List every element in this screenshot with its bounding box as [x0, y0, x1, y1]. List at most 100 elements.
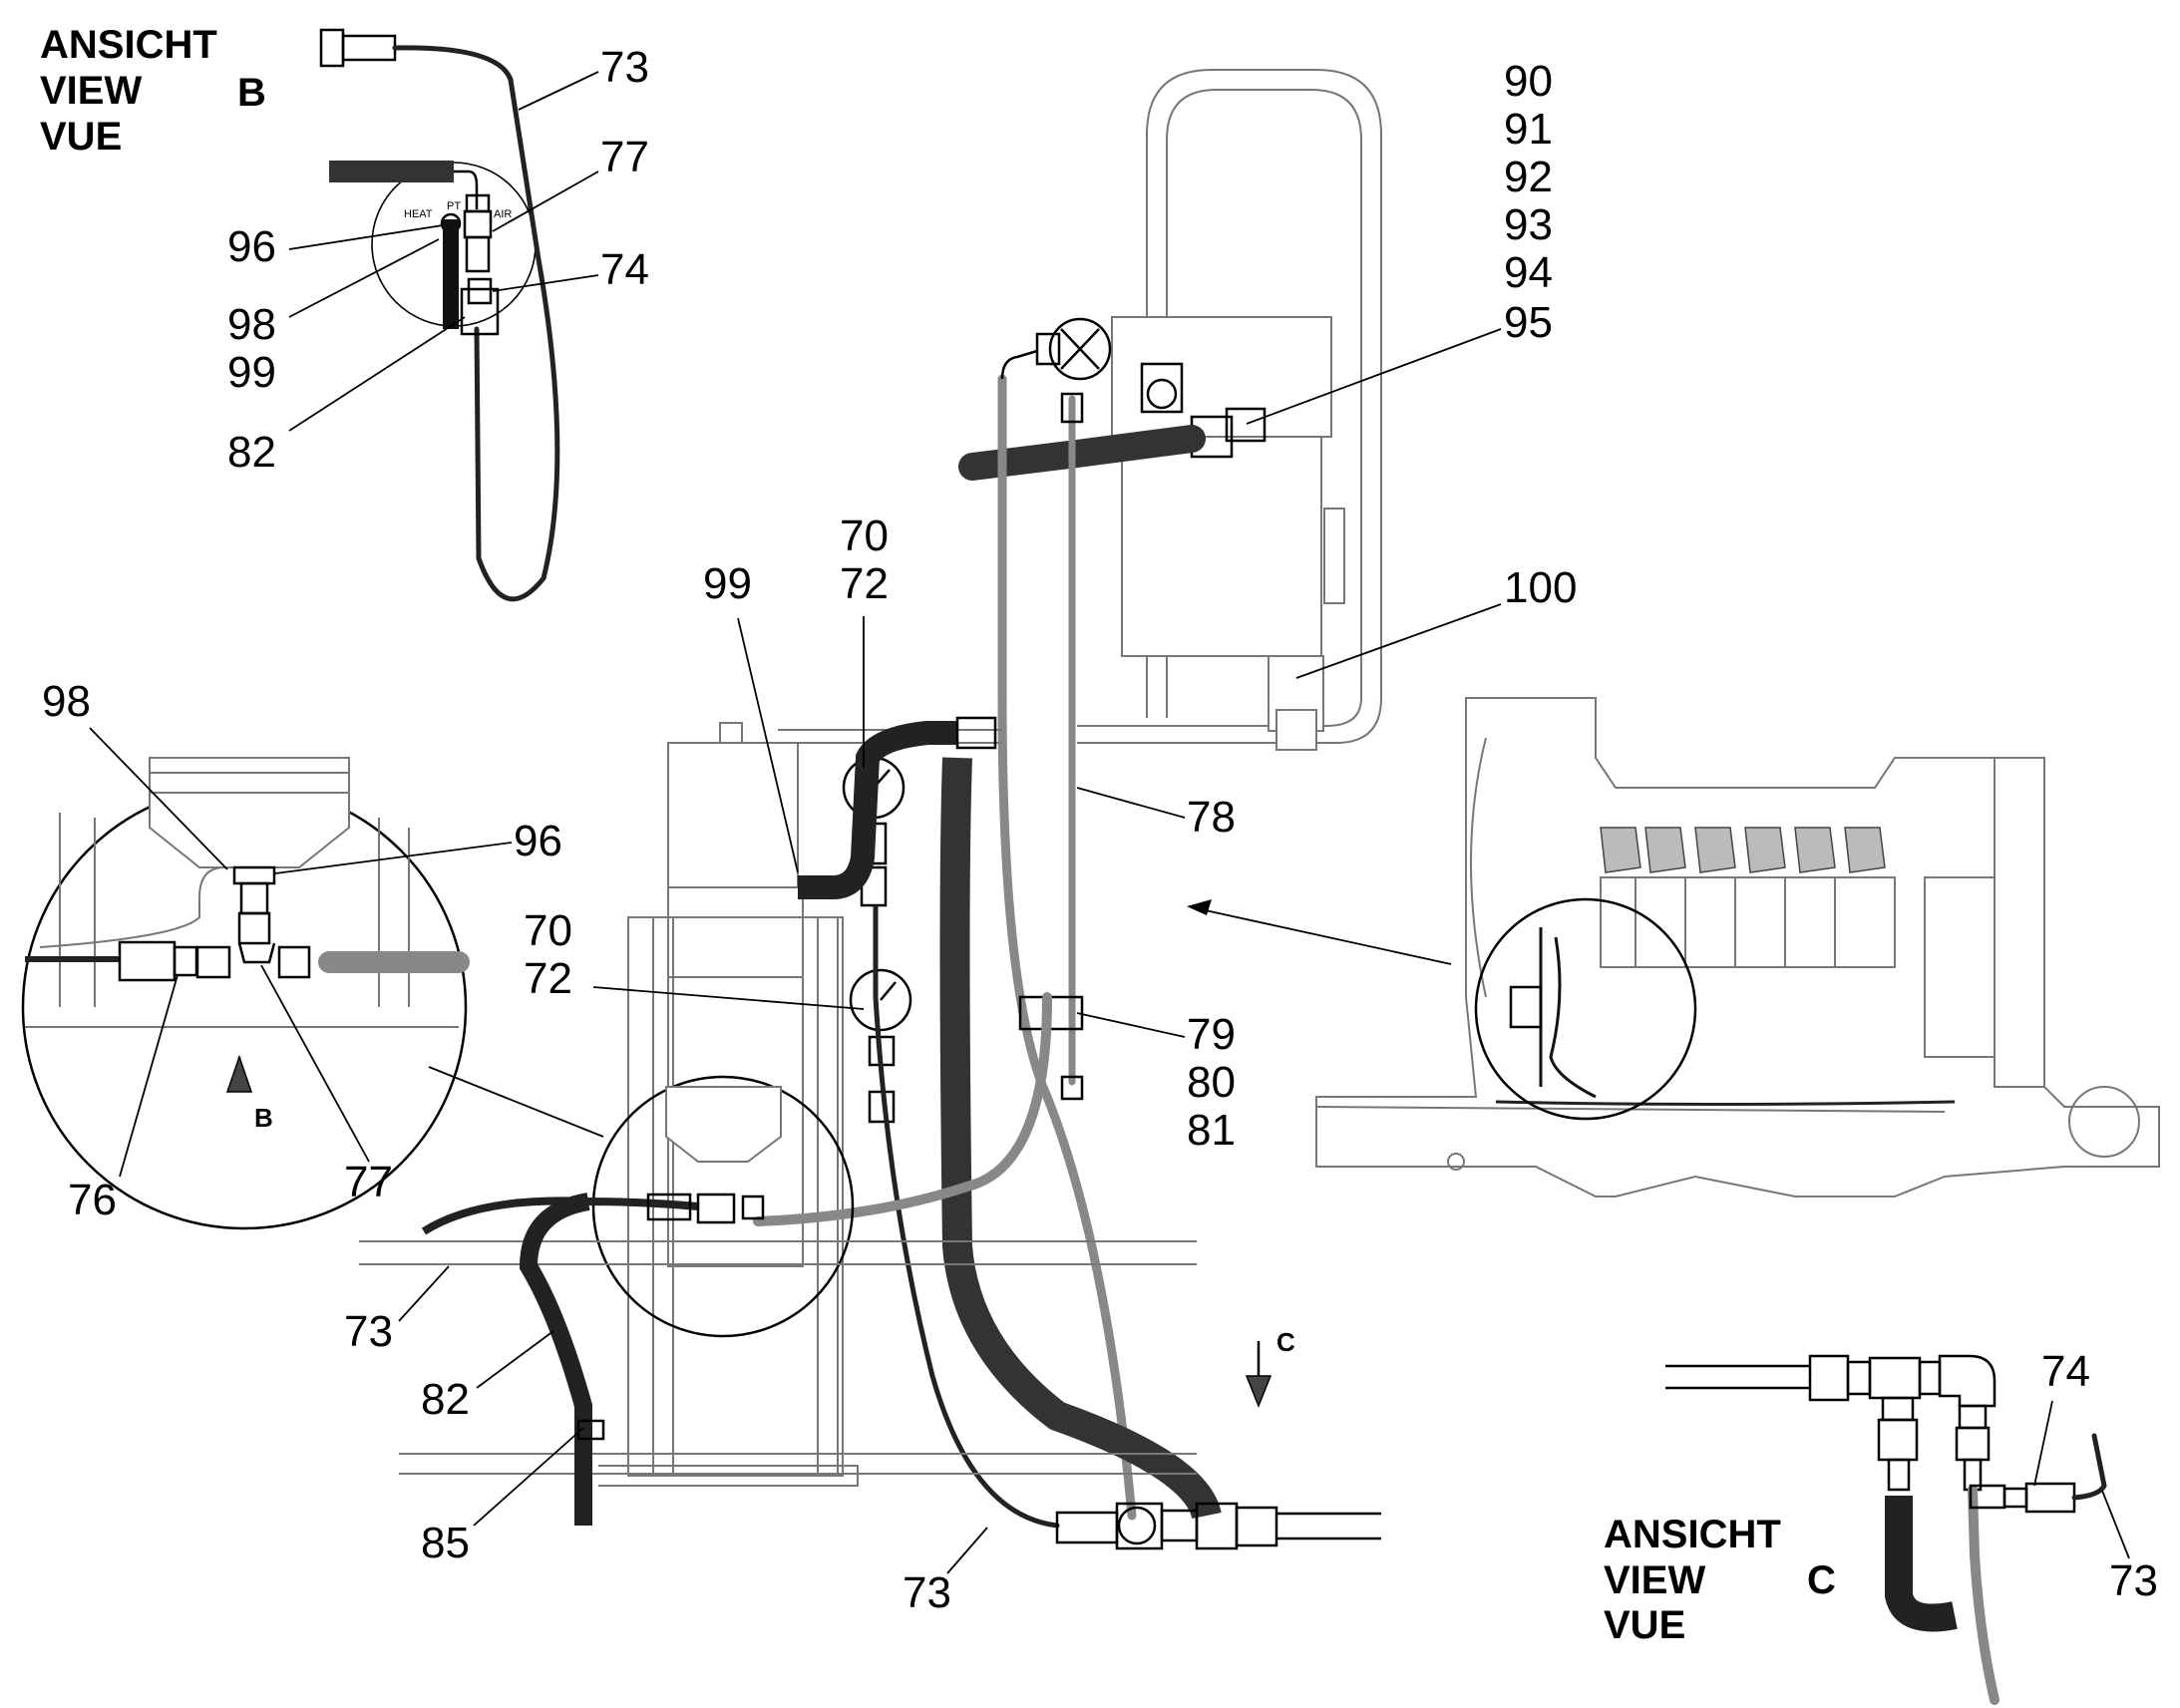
callout-70a: 70: [840, 512, 889, 560]
view-c-dark-hose: [1885, 1496, 1958, 1632]
engine-bolt: [1447, 1153, 1465, 1171]
view-b-arrow-head: [225, 1054, 253, 1093]
callout-b-96: 96: [227, 222, 276, 271]
view-c-arrow-head: [1245, 1375, 1272, 1409]
detail-fitting-stem: [239, 881, 269, 915]
detail-fitting-76b: [173, 945, 198, 977]
leader-l-82: [476, 1330, 554, 1389]
view-c-down-stem: [1887, 1458, 1911, 1492]
filter-upper: [667, 886, 804, 978]
view-c-grey-hose: [1968, 1485, 1999, 1705]
callout-94: 94: [1504, 248, 1553, 297]
detail-fitting-76: [118, 940, 177, 982]
callout-80: 80: [1187, 1058, 1236, 1107]
filter-assembly: 70 72 99 70 72 73 C: [524, 512, 1381, 1617]
engine-outline: [1315, 697, 2160, 1197]
leader-d-98: [89, 727, 228, 870]
leader-b-98: [288, 238, 440, 318]
leader-100: [1295, 603, 1502, 679]
callout-72a: 72: [840, 559, 889, 608]
tank-fitting-nipple: [1225, 407, 1267, 443]
leader-79: [1076, 1012, 1186, 1038]
view-c-title-vue: VUE: [1604, 1603, 1685, 1647]
leader-b-82: [288, 316, 466, 432]
view-c-detail: ANSICHT VIEW VUE C 74 73: [1604, 1347, 2158, 1705]
engine-pointer-line: [1191, 906, 1452, 965]
hose-99-fitting: [955, 716, 997, 750]
view-c-letter: C: [1807, 1558, 1836, 1602]
callout-b-99: 99: [227, 348, 276, 397]
detail-fitting-nut: [195, 945, 231, 979]
view-c-hose-73: [2071, 1433, 2107, 1501]
leader-b-74: [492, 274, 599, 292]
tank-fitting-port: [1146, 378, 1178, 410]
callout-d-96: 96: [514, 817, 562, 865]
clamp-85: [576, 1419, 605, 1441]
engine-flywheel-housing: [1994, 757, 2045, 1088]
leader-b-96: [288, 224, 444, 250]
view-c-down-nut: [1881, 1396, 1915, 1422]
view-c-nut-2: [1846, 1360, 1872, 1396]
fitting-82: [460, 287, 500, 336]
view-b-title-view: VIEW: [40, 69, 142, 113]
leader-d-77: [260, 964, 370, 1163]
lower-detail-bowl: [665, 1086, 782, 1163]
engine-bell: [1470, 737, 1487, 998]
detail-circle: B 98 96 76 77: [21, 677, 604, 1230]
lower-detail: 73 82 85: [344, 1075, 1197, 1567]
detail-fitting-right: [277, 945, 311, 979]
leader-b-77: [492, 171, 599, 232]
tank-top: [1111, 316, 1332, 438]
view-c-nut-1: [1808, 1354, 1850, 1402]
callout-72b: 72: [524, 954, 572, 1003]
tank-side-plate: [1323, 508, 1345, 604]
callout-bottom-73: 73: [903, 1568, 951, 1617]
fitting-74: [467, 277, 493, 305]
leader-d-96: [274, 842, 513, 874]
valve-body-left: [1035, 332, 1061, 366]
callout-b-74: 74: [600, 245, 649, 294]
callout-d-98: 98: [42, 677, 91, 726]
valve-handle: [1048, 317, 1112, 381]
view-c-right-fitting: [1955, 1426, 1991, 1462]
detail-tube-curve: [39, 866, 225, 948]
callout-l-82: 82: [421, 1375, 470, 1424]
view-c-title-view: VIEW: [1604, 1558, 1705, 1602]
hose-grey-lower: [753, 992, 1052, 1226]
detail-fitting-96: [232, 865, 276, 885]
gauge-label-pt: PT: [447, 200, 461, 212]
lower-detail-circle: [591, 1075, 855, 1338]
filter-stand: [627, 916, 844, 1477]
callout-95: 95: [1504, 298, 1553, 347]
callout-70b: 70: [524, 906, 572, 955]
hose-73-long: [392, 45, 560, 602]
engine-overview: [1187, 697, 2160, 1197]
lower-fitting-right: [741, 1195, 765, 1220]
frame-rail-middle: [359, 1240, 1197, 1265]
lower-fitting-left: [646, 1193, 692, 1221]
frame-base: [598, 1465, 859, 1487]
view-c-title-ansicht: ANSICHT: [1604, 1513, 1781, 1556]
callout-b-77: 77: [600, 133, 649, 181]
callout-l-73: 73: [344, 1307, 393, 1356]
view-c-tee: [1868, 1356, 1922, 1400]
hose-82: [519, 1193, 592, 1526]
callout-l-85: 85: [421, 1519, 470, 1567]
view-b-detail: ANSICHT VIEW VUE B HEAT PT AIR 73 77 96 …: [40, 23, 649, 602]
leader-c-73: [2101, 1490, 2130, 1559]
callout-b-98: 98: [227, 300, 276, 349]
callout-93: 93: [1504, 200, 1553, 249]
gauge-label-air: AIR: [494, 208, 512, 220]
leader-70b: [592, 986, 865, 1010]
leader-bottom-73: [946, 1527, 988, 1574]
callout-d-76: 76: [68, 1176, 117, 1224]
leader-l-73: [398, 1265, 450, 1322]
callout-d-77: 77: [344, 1158, 393, 1206]
view-c-arrow-letter: C: [1276, 1327, 1295, 1357]
callout-92: 92: [1504, 153, 1553, 201]
callout-b-82: 82: [227, 428, 276, 477]
tank-frame-hoop: [1077, 69, 1382, 744]
callout-c-74: 74: [2041, 1347, 2090, 1396]
detail-frame-uprights: [59, 813, 410, 1007]
